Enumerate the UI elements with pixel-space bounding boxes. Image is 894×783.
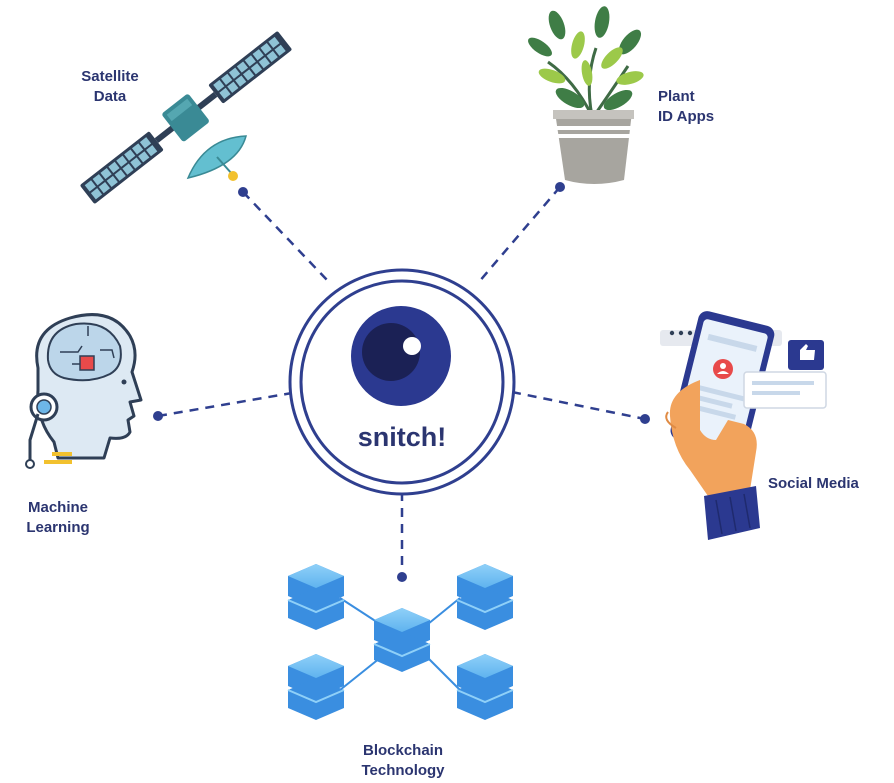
satellite-data-label: Satellite Data — [72, 67, 148, 107]
dot-plant — [555, 182, 565, 192]
blockchain-icon — [287, 564, 514, 720]
block-node — [373, 608, 431, 672]
connector-satellite — [242, 191, 329, 282]
label-line: Machine — [27, 499, 88, 516]
label-line: Social Media — [768, 475, 859, 492]
snitch-logo: snitch! — [288, 268, 516, 496]
dot-social — [640, 414, 650, 424]
plant-id-apps-label: Plant ID Apps — [658, 87, 748, 127]
connector-dots — [153, 182, 650, 582]
connectors — [157, 186, 646, 572]
brand-name: snitch! — [358, 422, 447, 452]
dot-satellite — [238, 187, 248, 197]
label-line: Learning — [26, 519, 90, 536]
dot-ml — [153, 411, 163, 421]
plant-icon — [528, 6, 644, 184]
machine-learning-label: Machine Learning — [8, 498, 108, 538]
label-line: Blockchain — [362, 742, 444, 759]
ai-head-icon — [25, 313, 143, 469]
block-node — [287, 564, 345, 630]
dot-blockchain — [397, 572, 407, 582]
block-node — [456, 654, 514, 720]
social-media-label: Social Media — [768, 474, 894, 494]
connector-social — [511, 390, 646, 421]
label-line: Technology — [361, 762, 445, 779]
label-line: ID Apps — [658, 108, 715, 125]
block-node — [287, 654, 345, 720]
eye-icon — [351, 306, 451, 406]
phone-hand-icon — [660, 311, 827, 540]
label-line: Satellite — [81, 68, 139, 85]
label-line: Data — [93, 88, 127, 105]
blockchain-technology-label: Blockchain Technology — [330, 741, 476, 781]
satellite-icon — [80, 31, 292, 204]
connector-ml — [157, 391, 293, 418]
block-node — [456, 564, 514, 630]
label-line: Plant — [658, 88, 695, 105]
connector-plant — [477, 186, 561, 284]
